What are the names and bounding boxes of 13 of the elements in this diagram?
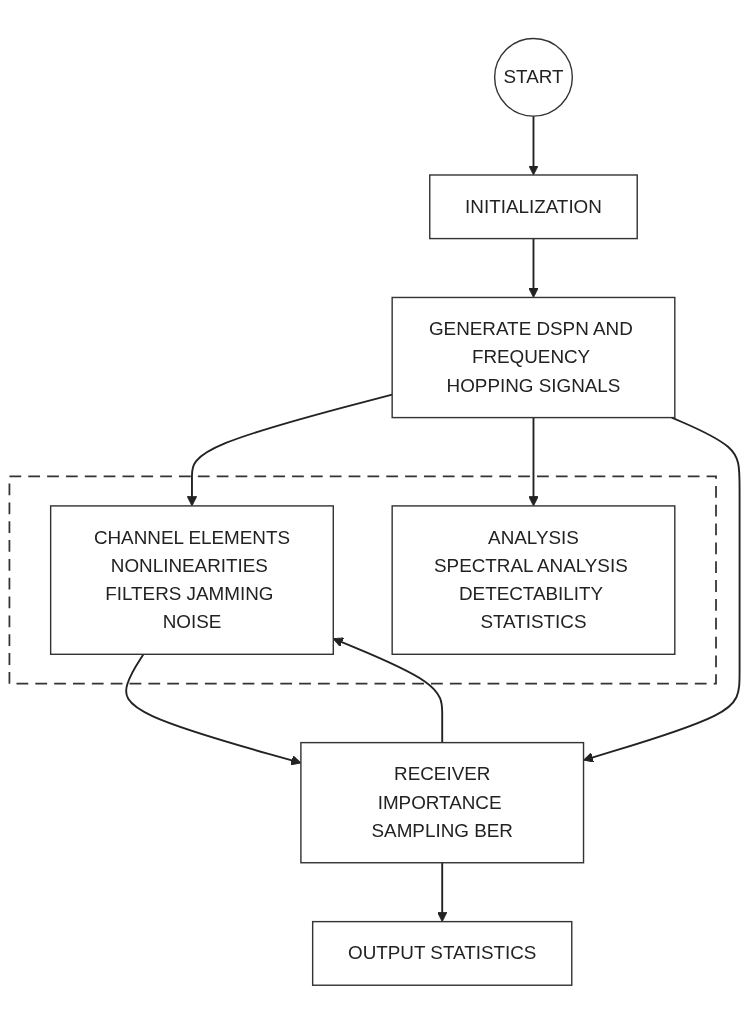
node-circle: START: [493, 37, 574, 117]
node-box: GENERATE DSPN AND FREQUENCY HOPPING SIGNALS: [391, 296, 676, 418]
arrow: [528, 416, 539, 507]
node-box: CHANNEL ELEMENTS NONLINEARITIES FILTERS JAMMING NOISE: [49, 504, 334, 655]
cluster: [8, 475, 717, 685]
arrow: [528, 114, 539, 176]
arrow: [437, 861, 448, 922]
arrow: [583, 416, 741, 763]
node-box: OUTPUT STATISTICS: [311, 920, 573, 986]
node-box: RECEIVER IMPORTANCE SAMPLING BER: [300, 741, 585, 864]
node-box: ANALYSIS SPECTRAL ANALYSIS DETECTABILITY STATISTICS: [391, 504, 676, 655]
arrow: [528, 237, 539, 298]
node-box: INITIALIZATION: [429, 173, 638, 239]
